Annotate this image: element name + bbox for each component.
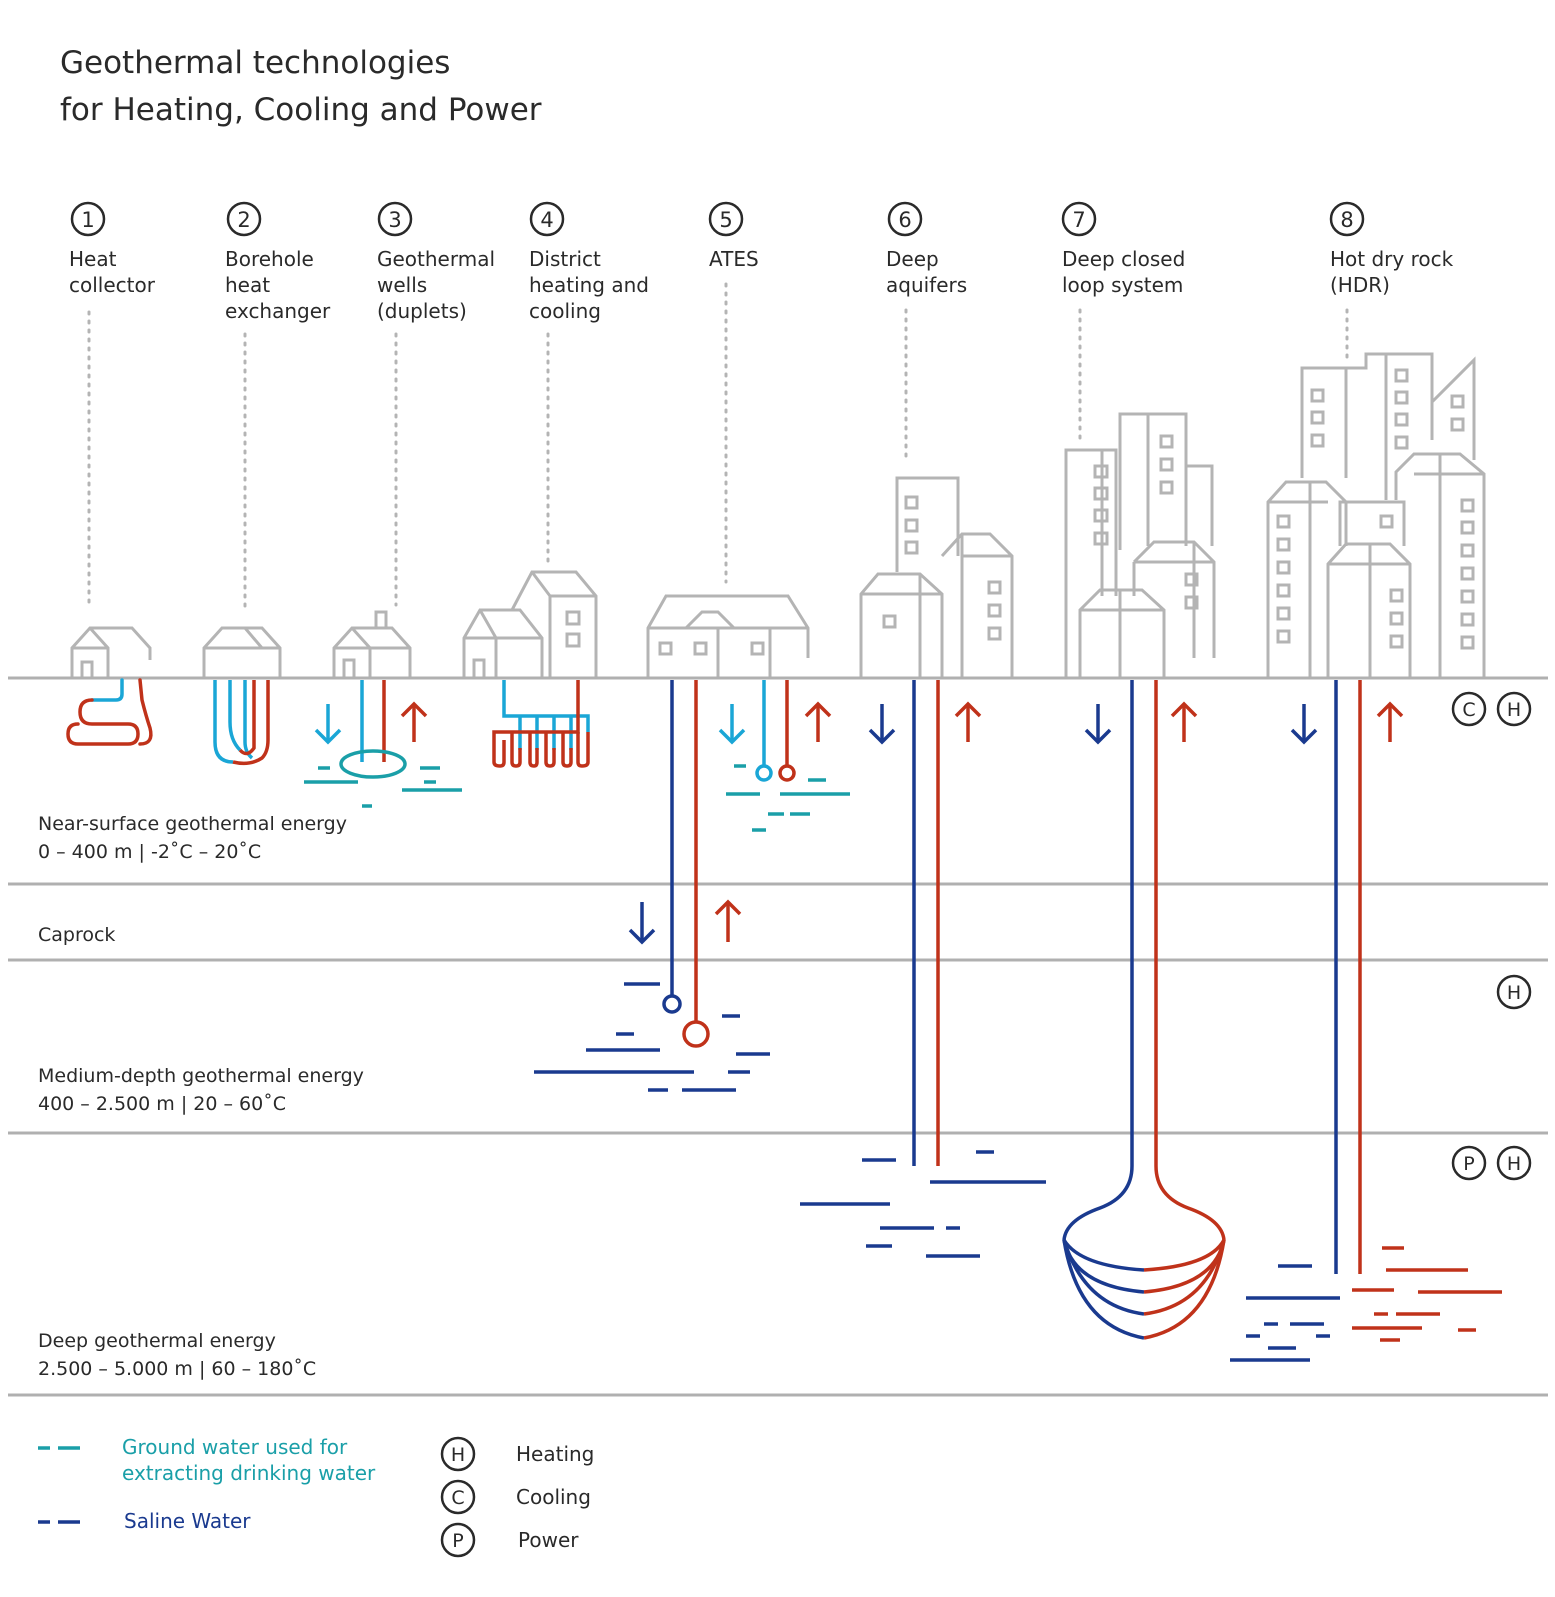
technology-5-header: 5 ATES (708, 201, 759, 271)
technology-6-label-line-2: aquifers (886, 273, 967, 297)
legend-heating-label: Heating (516, 1442, 594, 1466)
technology-8-label-line-1: Hot dry rock (1330, 247, 1454, 271)
technology-1-number: 1 (81, 208, 94, 232)
legend-heating-badge: H (451, 1444, 465, 1466)
badge-power-deep: P (1463, 1153, 1474, 1175)
medium-badges: H (1496, 974, 1532, 1010)
technology-8-number: 8 (1340, 208, 1353, 232)
buildings (70, 352, 1486, 680)
legend-power-badge: P (452, 1530, 463, 1552)
ates-system (534, 680, 850, 1092)
technology-1-label-line-2: collector (69, 273, 156, 297)
house-4-icon (462, 570, 598, 680)
technology-6-label-line-1: Deep (886, 247, 939, 271)
deep-closed-loop (1062, 680, 1226, 1340)
district-heating-pipes (492, 680, 590, 768)
leader-lines (87, 282, 1349, 608)
technology-6-number: 6 (898, 208, 911, 232)
technology-7-label-line-2: loop system (1062, 273, 1183, 297)
arrow-up-icon (954, 701, 982, 742)
technology-8-header: 8 Hot dry rock (HDR) (1329, 201, 1454, 297)
technology-2-label-line-1: Borehole (225, 247, 314, 271)
arrow-down-icon (628, 902, 656, 945)
borehole-exchanger-loops (213, 680, 270, 766)
arrow-down-icon (1290, 704, 1318, 745)
technology-8-label-line-2: (HDR) (1330, 273, 1390, 297)
badge-heating-near: H (1507, 699, 1521, 721)
technology-2-header: 2 Borehole heat exchanger (225, 201, 331, 323)
zone-medium-range: 400 – 2.500 m | 20 – 60˚C (38, 1093, 286, 1115)
arrow-down-icon (868, 704, 896, 745)
arrow-down-icon (718, 704, 746, 745)
arrow-up-icon (400, 701, 428, 742)
zone-caprock-name: Caprock (38, 924, 115, 946)
technology-7-number: 7 (1072, 208, 1085, 232)
zone-near-surface-name: Near-surface geothermal energy (38, 813, 347, 835)
geothermal-wells-duplets (304, 680, 462, 808)
technology-2-number: 2 (237, 208, 250, 232)
heat-collector-loop (66, 678, 153, 746)
technology-1-label-line-1: Heat (69, 247, 117, 271)
buildings-6-icon (859, 476, 1014, 678)
technology-4-number: 4 (540, 208, 553, 232)
layer-lines (8, 676, 1548, 1397)
technology-7-header: 7 Deep closed loop system (1061, 201, 1185, 297)
zone-medium-name: Medium-depth geothermal energy (38, 1065, 364, 1087)
technology-3-header: 3 Geothermal wells (duplets) (377, 201, 495, 323)
near-surface-badges: C H (1451, 691, 1532, 727)
arrow-up-icon (804, 701, 832, 742)
technology-4-label-line-3: cooling (529, 299, 601, 323)
badge-heating-deep: H (1507, 1153, 1521, 1175)
technology-5-label-line-1: ATES (709, 247, 759, 271)
badge-heating-medium: H (1507, 982, 1521, 1004)
house-1-icon (70, 626, 152, 680)
arrow-down-icon (1084, 704, 1112, 745)
buildings-8-icon (1266, 352, 1486, 678)
arrow-up-icon (1376, 701, 1404, 742)
arrow-down-icon (314, 704, 342, 745)
technology-2-label-line-2: heat (225, 273, 270, 297)
badge-cooling-near: C (1462, 699, 1475, 721)
deep-badges: P H (1451, 1145, 1532, 1181)
arrow-up-icon (1170, 701, 1198, 742)
technology-3-number: 3 (388, 208, 401, 232)
technology-4-label-line-2: heating and (529, 273, 649, 297)
legend-power-label: Power (518, 1528, 579, 1552)
legend-cooling-badge: C (451, 1487, 464, 1509)
technology-1-header: 1 Heat collector (69, 201, 156, 297)
technology-6-header: 6 Deep aquifers (886, 201, 967, 297)
title-line-2: for Heating, Cooling and Power (60, 92, 542, 128)
technology-4-header: 4 District heating and cooling (529, 201, 649, 323)
legend-cooling-label: Cooling (516, 1485, 591, 1509)
house-5-icon (646, 594, 810, 678)
house-3-icon (332, 610, 412, 680)
legend-groundwater-line-1: Ground water used for (122, 1435, 348, 1459)
legend-groundwater-line-2: extracting drinking water (122, 1461, 376, 1485)
zone-deep-range: 2.500 – 5.000 m | 60 – 180˚C (38, 1358, 316, 1380)
zone-near-surface-range: 0 – 400 m | -2˚C – 20˚C (38, 841, 261, 863)
technology-5-number: 5 (719, 208, 732, 232)
arrow-up-icon (714, 899, 742, 942)
technology-3-label-line-3: (duplets) (377, 299, 467, 323)
technology-2-label-line-3: exchanger (225, 299, 331, 323)
hot-dry-rock-wells (1230, 680, 1502, 1362)
technology-3-label-line-1: Geothermal (377, 247, 495, 271)
title-line-1: Geothermal technologies (60, 45, 450, 81)
deep-aquifers-wells (800, 680, 1046, 1258)
technology-3-label-line-2: wells (377, 273, 427, 297)
technology-4-label-line-1: District (529, 247, 601, 271)
legend: Ground water used for extracting drinkin… (38, 1435, 594, 1558)
house-2-icon (202, 626, 282, 678)
zone-deep-name: Deep geothermal energy (38, 1330, 276, 1352)
technology-7-label-line-1: Deep closed (1062, 247, 1185, 271)
legend-saline-label: Saline Water (124, 1509, 251, 1533)
buildings-7-icon (1064, 412, 1216, 678)
